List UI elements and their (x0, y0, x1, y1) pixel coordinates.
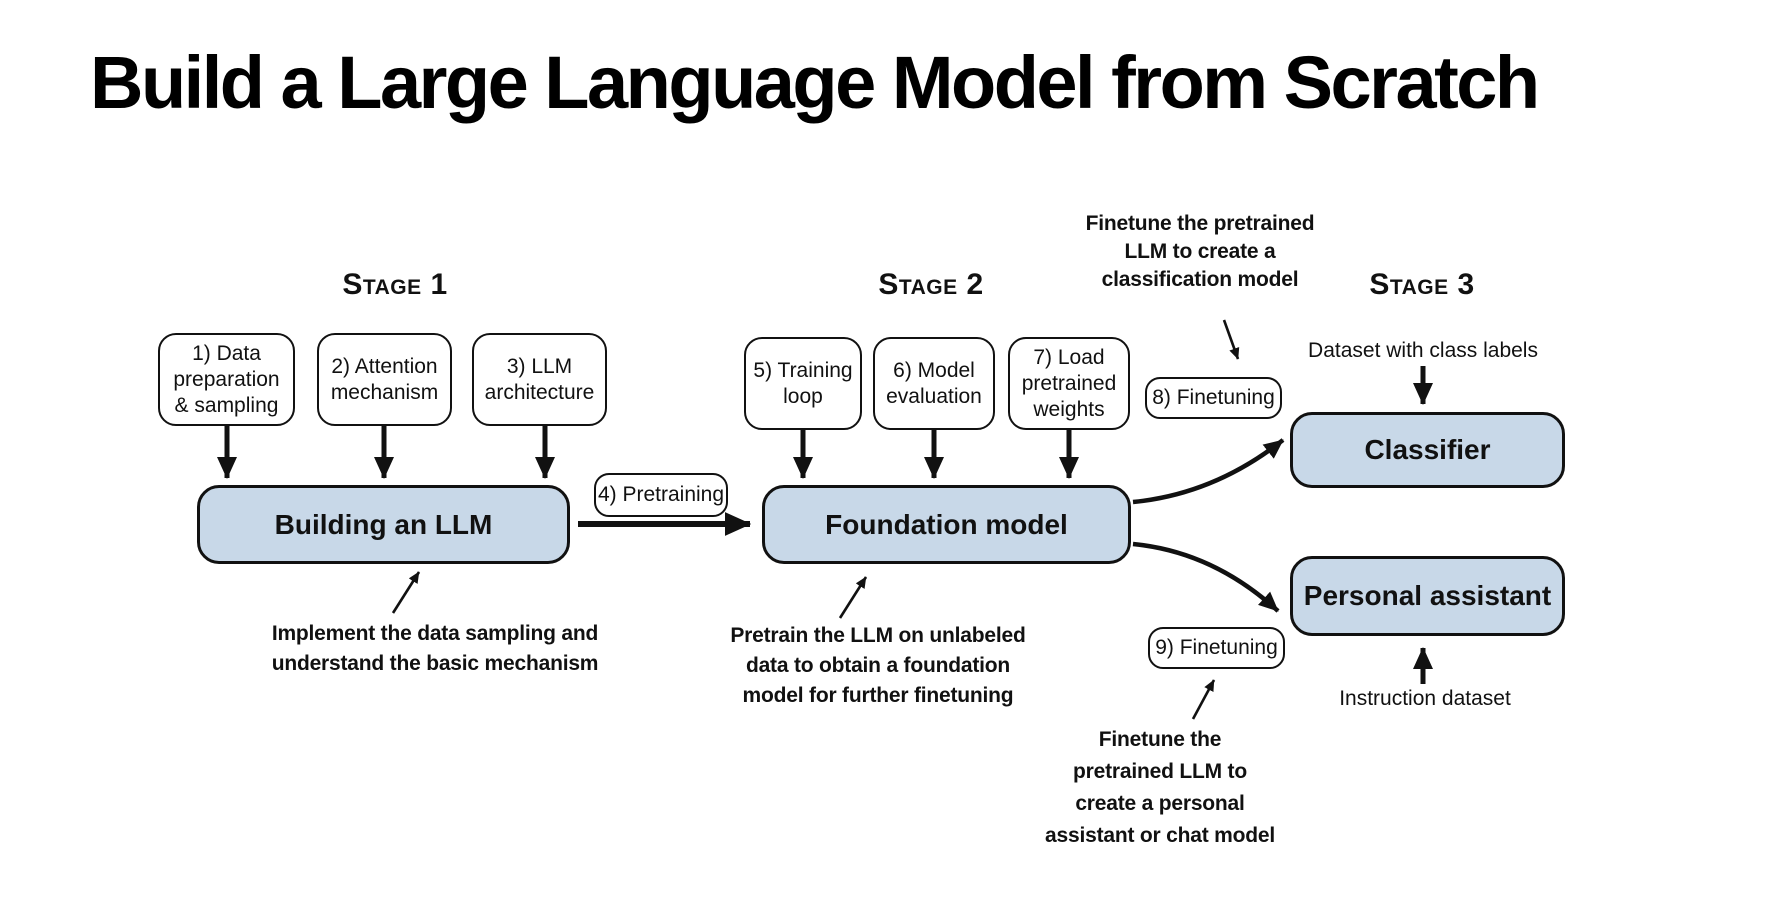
arrow-foundation-to-classifier (1132, 438, 1285, 505)
dataset-with-class-labels-label: Dataset with class labels (1308, 339, 1538, 362)
personal-assistant-box: Personal assistant (1290, 556, 1565, 636)
stage-2-label: Stage 2 (878, 268, 984, 301)
annotation-line: Implement the data sampling and (271, 622, 599, 645)
step-box-attention-mechanism: 2) Attention mechanism (317, 333, 452, 426)
classifier-box: Classifier (1290, 412, 1565, 488)
flow-box-pretraining: 4) Pretraining (594, 473, 728, 517)
arrow-annotation-classification (1222, 319, 1240, 360)
arrow-annotation-stage2 (838, 576, 868, 619)
arrow-annotation-personal (1191, 679, 1216, 720)
step-box-line: 7) Load (1033, 345, 1105, 369)
step-box-line: 6) Model (893, 358, 975, 382)
flow-box-finetuning-8: 8) Finetuning (1145, 377, 1282, 419)
annotation-stage1: Implement the data sampling and understa… (255, 619, 615, 679)
page-title: Build a Large Language Model from Scratc… (90, 41, 1540, 124)
step-box-load-pretrained-weights: 7) Load pretrained weights (1008, 337, 1130, 430)
step-box-model-evaluation: 6) Model evaluation (873, 337, 995, 430)
step-box-line: 1) Data (192, 341, 261, 365)
step-box-line: & sampling (174, 393, 279, 417)
annotation-line: Pretrain the LLM on unlabeled (730, 624, 1026, 647)
step-box-line: loop (783, 384, 823, 408)
step-box-line: mechanism (330, 380, 439, 404)
foundation-model-box: Foundation model (762, 485, 1131, 564)
building-an-llm-box: Building an LLM (197, 485, 570, 564)
annotation-line: model for further finetuning (742, 684, 1014, 707)
annotation-line: Finetune the (1098, 728, 1222, 751)
annotation-line: classification model (1101, 268, 1299, 291)
annotation-line: pretrained LLM to (1073, 760, 1247, 783)
annotation-line: create a personal (1075, 792, 1245, 815)
step-box-data-preparation: 1) Data preparation & sampling (158, 333, 295, 426)
annotation-line: Finetune the pretrained (1085, 212, 1315, 235)
arrow-foundation-to-personal (1132, 541, 1280, 613)
annotation-line: understand the basic mechanism (271, 652, 599, 675)
step-box-training-loop: 5) Training loop (744, 337, 862, 430)
step-box-line: evaluation (886, 384, 982, 408)
step-box-line: pretrained (1021, 371, 1117, 395)
arrow-annotation-stage1 (391, 571, 421, 614)
annotation-line: assistant or chat model (1045, 824, 1275, 847)
step-box-line: weights (1033, 397, 1105, 421)
step-box-line: architecture (484, 380, 595, 404)
flow-box-finetuning-9: 9) Finetuning (1148, 627, 1285, 669)
step-box-line: preparation (173, 367, 280, 391)
step-box-llm-architecture: 3) LLM architecture (472, 333, 607, 426)
annotation-classification: Finetune the pretrained LLM to create a … (1050, 210, 1350, 294)
step-box-line: 2) Attention (331, 354, 438, 378)
step-box-line: 5) Training (753, 358, 853, 382)
annotation-line: LLM to create a (1124, 240, 1276, 263)
stage-1-label: Stage 1 (342, 268, 448, 301)
annotation-personal: Finetune the pretrained LLM to create a … (1010, 724, 1310, 852)
step-box-line: 3) LLM (506, 354, 573, 378)
annotation-stage2: Pretrain the LLM on unlabeled data to ob… (698, 621, 1058, 711)
instruction-dataset-label: Instruction dataset (1339, 687, 1511, 710)
stage-3-label: Stage 3 (1369, 268, 1475, 301)
annotation-line: data to obtain a foundation (745, 654, 1011, 677)
